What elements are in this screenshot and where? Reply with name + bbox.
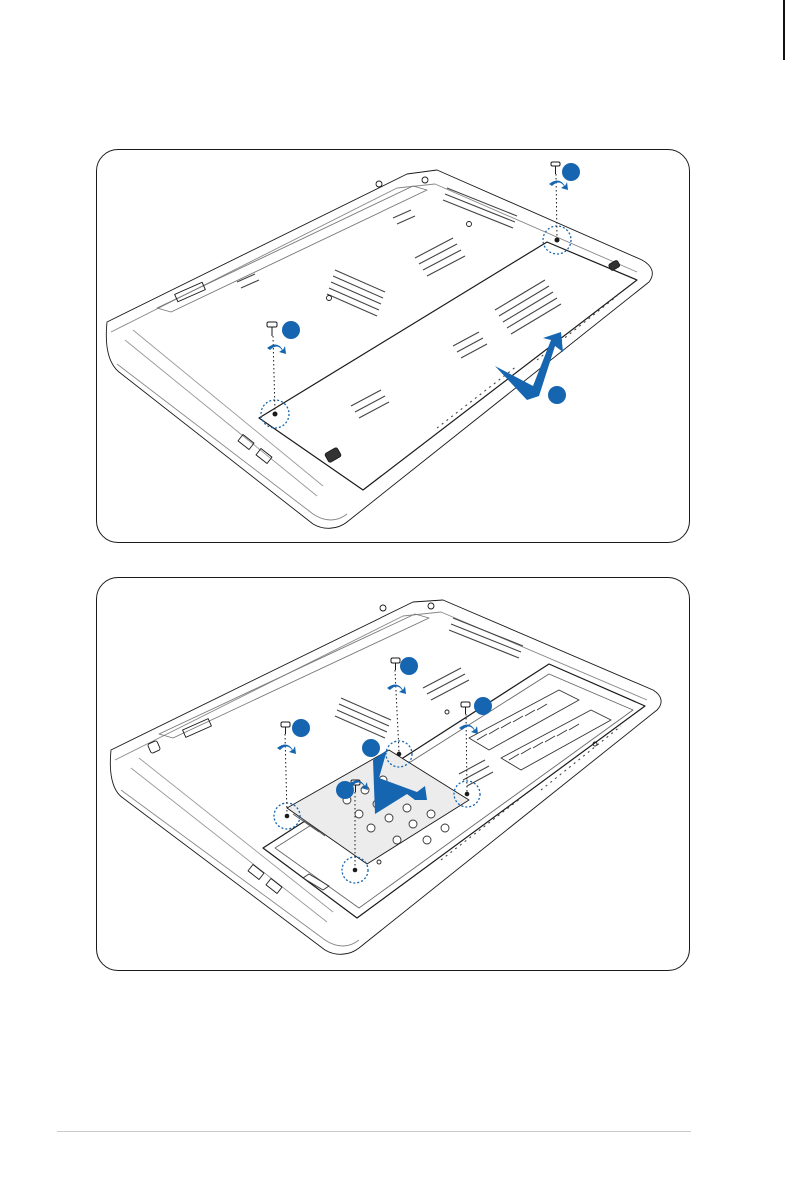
step-badge-icon [292,719,310,737]
laptop-underside-illustration [97,150,690,543]
screw-icon [267,322,277,336]
step-badge-icon [548,386,566,404]
figure-panel-cover-removal [96,149,690,543]
rotate-arrow-icon [267,344,286,354]
rotate-arrow-icon [387,684,406,694]
step-badge-icon [362,739,380,757]
rotate-arrow-icon [459,724,478,734]
step-badge-icon [282,321,300,339]
page-edge-line [783,0,785,60]
screw-icon [391,658,400,670]
step-badge-icon [336,781,354,799]
screw-icon [551,162,560,174]
step-badge-icon [474,697,492,715]
screw-icon [281,722,290,734]
screw-icon [461,702,470,714]
figure-panel-hdd-removal [96,577,690,971]
rotate-arrow-icon [277,744,296,754]
step-badge-icon [400,657,418,675]
step-badge-icon [562,163,580,181]
rotate-arrow-icon [549,180,568,190]
laptop-hdd-bay-illustration [97,578,690,971]
footer-rule [57,1131,691,1132]
